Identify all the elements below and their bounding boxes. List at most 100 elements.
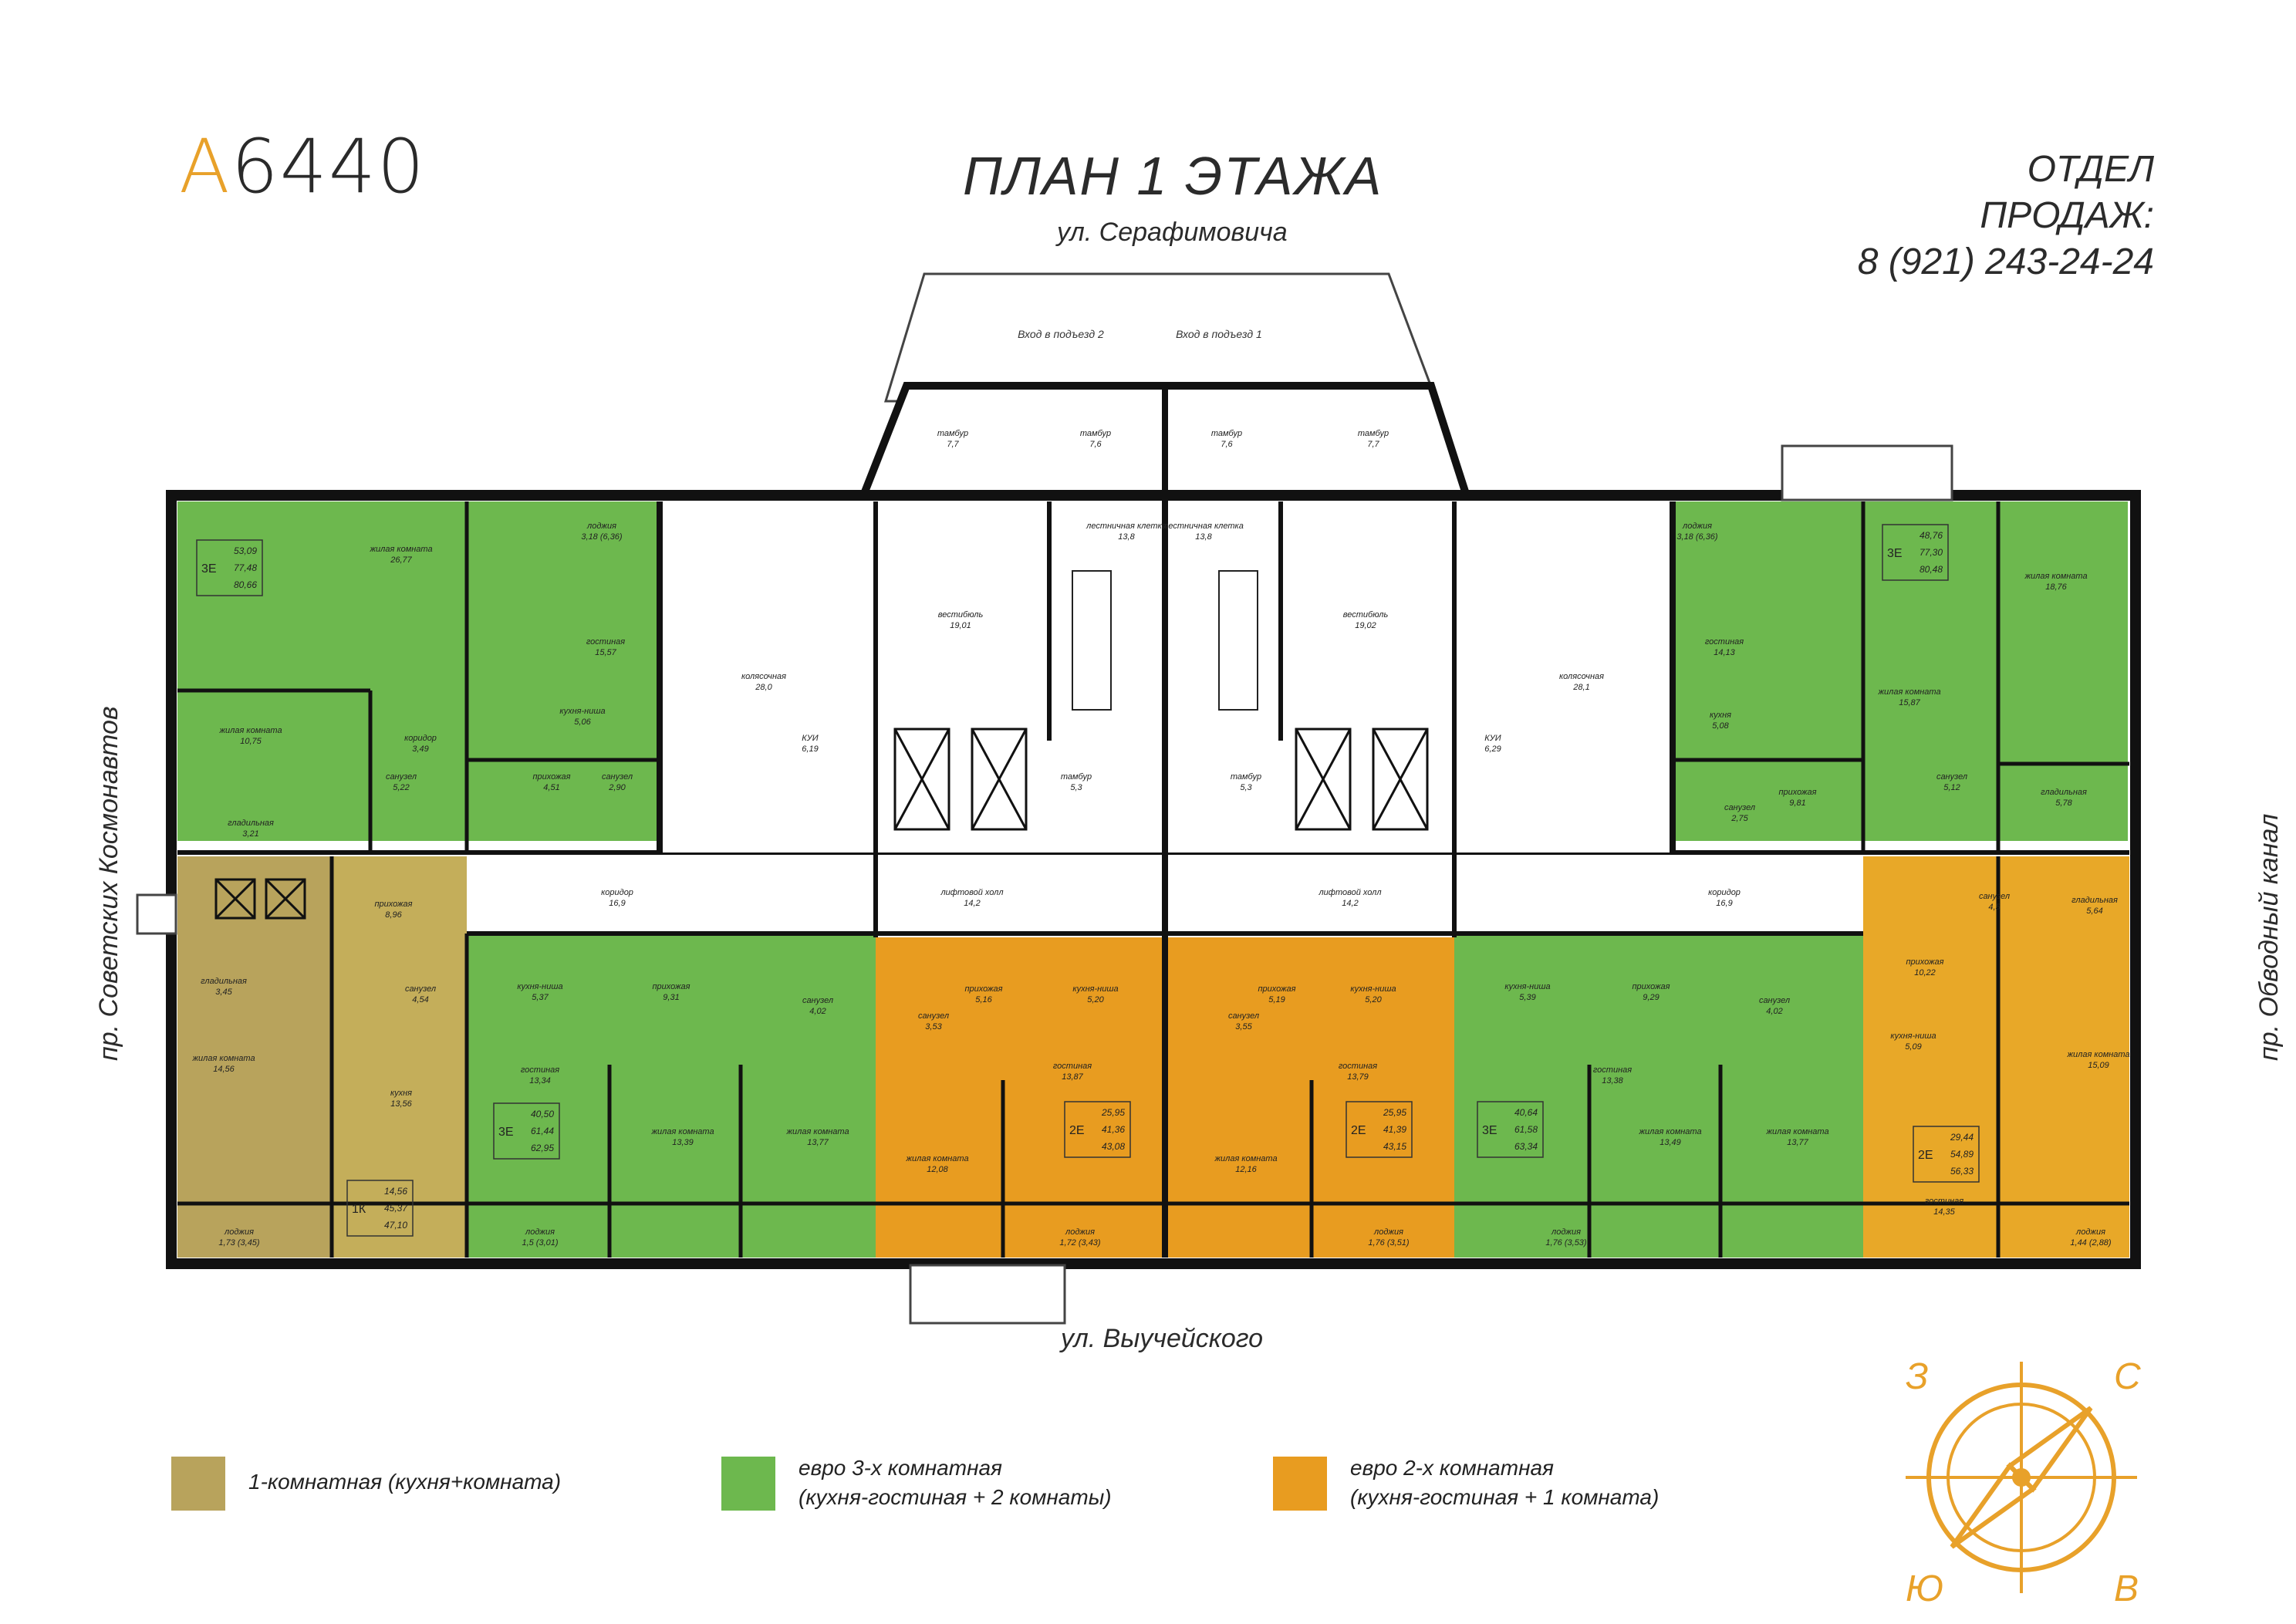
room-area: 13,38: [1602, 1076, 1623, 1085]
room-name: кухня-ниша: [1504, 982, 1550, 991]
room-area: 3,55: [1235, 1022, 1252, 1031]
room-area: 16,9: [1716, 899, 1732, 908]
room-name: гладильная: [2041, 788, 2087, 797]
sales-phone: 8 (921) 243-24-24: [1857, 241, 2154, 282]
room-name: лоджия: [586, 522, 616, 531]
room-name: жилая комната: [1877, 687, 1940, 697]
room-name: лоджия: [1682, 522, 1712, 531]
room-name: кухня-ниша: [1350, 984, 1396, 994]
room-area: 14,13: [1714, 648, 1735, 657]
room-name: санузел: [1979, 892, 2010, 901]
room-area: 5,08: [1712, 721, 1729, 731]
apartment-type: 2Е: [1918, 1149, 1933, 1162]
room-area: 5,20: [1087, 995, 1104, 1004]
room-area: 18,76: [2045, 582, 2067, 592]
page-title: ПЛАН 1 ЭТАЖА: [963, 146, 1383, 206]
room-area: 5,37: [532, 993, 549, 1002]
room-name: колясочная: [741, 672, 786, 681]
room-area: 10,22: [1914, 968, 1936, 977]
room-name: тамбур: [1080, 429, 1111, 438]
legend-swatch: [1273, 1457, 1327, 1511]
room-area: 13,49: [1660, 1138, 1681, 1147]
room-area: 2,90: [608, 783, 626, 792]
room-name: гостиная: [1053, 1062, 1092, 1071]
room-area: 5,16: [975, 995, 992, 1004]
room-area: 13,34: [529, 1076, 551, 1085]
street-top: ул. Серафимовича: [1057, 218, 1288, 247]
apartment-area-value: 54,89: [1950, 1149, 1974, 1160]
street-bottom: ул. Выучейского: [1061, 1324, 1264, 1353]
room-name: жилая комната: [905, 1154, 968, 1163]
room-area: 3,18 (6,36): [1676, 532, 1718, 542]
apartment-area-value: 29,44: [1950, 1132, 1974, 1143]
room-name: лоджия: [525, 1227, 555, 1237]
room-name: санузел: [1724, 803, 1755, 812]
room-name: жилая комната: [191, 1054, 255, 1063]
room-name: жилая комната: [218, 726, 282, 735]
room-name: тамбур: [937, 429, 968, 438]
apartment-area-value: 40,50: [531, 1109, 554, 1119]
apartment-area-value: 48,76: [1920, 530, 1943, 541]
room-label: тамбур 7,6: [1080, 429, 1111, 449]
room-name: коридор: [1708, 888, 1741, 897]
room-area: 3,45: [215, 988, 232, 997]
room-area: 7,6: [1221, 440, 1233, 449]
room-area: 7,6: [1089, 440, 1102, 449]
room-area: 13,39: [672, 1138, 694, 1147]
apartment-area-value: 77,30: [1920, 547, 1943, 558]
room-name: прихожая: [1778, 788, 1816, 797]
room-area: 19,02: [1355, 621, 1376, 630]
room-area: 13,8: [1195, 532, 1212, 542]
room-name: прихожая: [1632, 982, 1670, 991]
room-area: 9,29: [1643, 993, 1659, 1002]
room-name: кухня: [390, 1089, 412, 1098]
sales-contact: ОТДЕЛ ПРОДАЖ: 8 (921) 243-24-24: [1845, 147, 2154, 285]
room-name: санузел: [918, 1011, 949, 1021]
legend-sublabel: (кухня-гостиная + 2 комнаты): [799, 1485, 1112, 1509]
apartment-type: 3Е: [1887, 547, 1903, 560]
room-area: 5,09: [1905, 1042, 1921, 1052]
room-area: 6,29: [1484, 744, 1501, 754]
room-name: санузел: [405, 984, 436, 994]
room-name: жилая комната: [785, 1127, 849, 1136]
room-name: тамбур: [1061, 772, 1092, 782]
legend-label: евро 3-х комнатная: [799, 1456, 1003, 1480]
apartment-area-value: 61,44: [531, 1126, 554, 1136]
entrance-label-1: Вход в подъезд 1: [1176, 328, 1262, 340]
room-name: жилая комната: [1214, 1154, 1277, 1163]
room-area: 19,01: [950, 621, 971, 630]
apt-euro2-center-left: [876, 937, 1165, 1258]
room-name: кухня-ниша: [1072, 984, 1118, 994]
room-name: санузел: [386, 772, 417, 782]
